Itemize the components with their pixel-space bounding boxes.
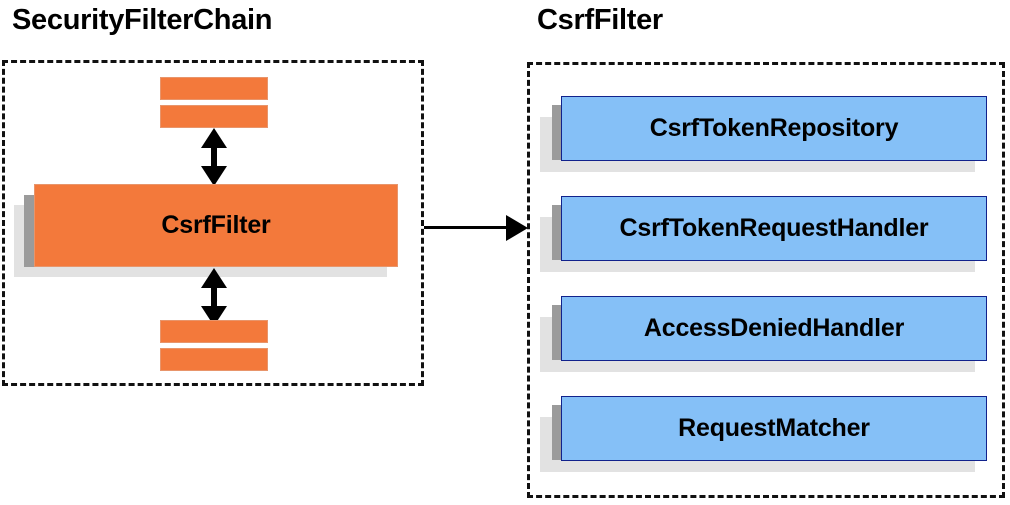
- filter-bar-4: [160, 348, 268, 371]
- csrf-filter-label: CsrfFilter: [161, 211, 271, 239]
- collaborator-face[interactable]: CsrfTokenRepository: [561, 96, 987, 161]
- collaborator-label: CsrfTokenRequestHandler: [619, 214, 929, 242]
- collaborator-label: AccessDeniedHandler: [643, 314, 905, 342]
- collaborator-face[interactable]: RequestMatcher: [561, 396, 987, 461]
- page-title-csrf-filter: CsrfFilter: [537, 4, 663, 36]
- collaborator-block-csrf-token-repository[interactable]: CsrfTokenRepository: [540, 96, 1000, 186]
- page-title-security-filter-chain: SecurityFilterChain: [12, 4, 273, 36]
- filter-bar-2: [160, 105, 268, 128]
- collaborator-face[interactable]: CsrfTokenRequestHandler: [561, 196, 987, 261]
- collaborator-label: CsrfTokenRepository: [649, 114, 899, 142]
- collaborator-label: RequestMatcher: [678, 414, 870, 442]
- collaborator-block-request-matcher[interactable]: RequestMatcher: [540, 396, 1000, 486]
- collaborator-face[interactable]: AccessDeniedHandler: [561, 296, 987, 361]
- filter-bar-1: [160, 77, 268, 100]
- collaborator-block-csrf-token-request-handler[interactable]: CsrfTokenRequestHandler: [540, 196, 1000, 286]
- filter-bar-3: [160, 320, 268, 343]
- csrf-filter-collaborators-panel: [527, 62, 1005, 498]
- csrf-filter-face[interactable]: CsrfFilter: [34, 184, 398, 267]
- security-filter-chain-panel: [2, 60, 424, 386]
- collaborator-block-access-denied-handler[interactable]: AccessDeniedHandler: [540, 296, 1000, 386]
- csrf-filter-block[interactable]: CsrfFilter: [14, 184, 410, 292]
